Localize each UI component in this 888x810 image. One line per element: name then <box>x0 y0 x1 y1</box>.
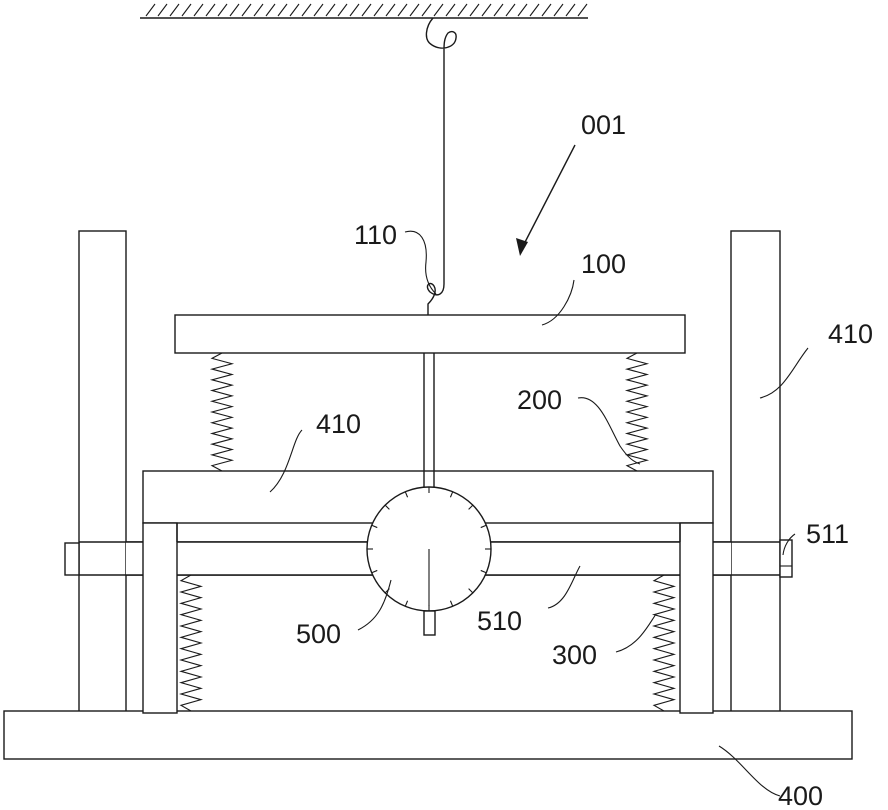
label-assembly: 001 <box>581 110 626 140</box>
ceiling <box>140 4 588 18</box>
label-pillar-right: 410 <box>828 319 873 349</box>
top-plate <box>175 315 685 353</box>
lower-left-spring <box>181 575 201 711</box>
upper-left-spring <box>212 353 232 471</box>
label-lower-spring: 300 <box>552 640 597 670</box>
upper-right-spring <box>627 353 647 471</box>
label-rod: 510 <box>477 606 522 636</box>
label-pillar-left: 410 <box>316 409 361 439</box>
label-dial: 500 <box>296 619 341 649</box>
central-rod <box>424 353 434 487</box>
label-stop-block: 511 <box>806 519 849 549</box>
lower-right-spring <box>654 575 674 711</box>
hanging-wire <box>426 18 456 315</box>
left-pillar <box>79 231 126 712</box>
right-pillar <box>731 231 780 712</box>
label-hook: 110 <box>354 220 397 250</box>
label-upper-spring: 200 <box>517 385 562 415</box>
label-top-plate: 100 <box>581 249 626 279</box>
stop-block <box>780 540 792 577</box>
label-base: 400 <box>778 781 823 810</box>
base-plate <box>4 711 852 759</box>
dial <box>367 487 491 635</box>
left-side-block <box>65 543 79 575</box>
